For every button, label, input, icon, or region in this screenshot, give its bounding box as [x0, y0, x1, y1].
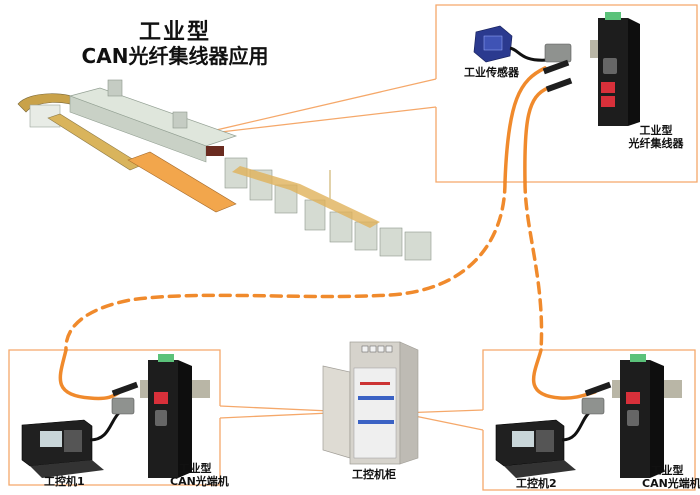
can-converter-1-label: 工业型 CAN光端机	[170, 462, 229, 488]
industrial-pc-2-illustration	[495, 381, 612, 478]
can-converter-2-label-line-2: CAN光端机	[642, 477, 700, 490]
fiber-hub-label-line-2: 光纤集线器	[628, 137, 684, 150]
control-cabinet-label: 工控机柜	[352, 468, 396, 481]
fiber-solid-bl	[58, 348, 122, 401]
diagram-title-line-1: 工业型	[138, 20, 211, 45]
can-converter-1-label-line-2: CAN光端机	[170, 475, 229, 488]
fiber-solid-br	[531, 348, 597, 400]
can-converter-2-illustration	[612, 354, 682, 478]
production-line-illustration	[17, 79, 432, 261]
industrial-pc-1-label: 工控机1	[44, 475, 85, 488]
industrial-pc-1-illustration	[21, 381, 139, 478]
fiber-hub-label-line-1: 工业型	[639, 124, 673, 137]
diagram-title-line-2: CAN光纤集线器应用	[81, 44, 269, 68]
can-converter-1-illustration	[140, 354, 210, 478]
can-converter-2-label: 工业型 CAN光端机	[642, 464, 700, 490]
top-right-frame	[211, 4, 698, 183]
control-cabinet-illustration	[322, 341, 419, 465]
industrial-pc-2-label: 工控机2	[516, 477, 557, 490]
fiber-hub-illustration	[590, 12, 640, 126]
industrial-sensor-illustration	[473, 25, 572, 63]
can-converter-2-label-line-1: 工业型	[650, 464, 684, 477]
fiber-dashed-right	[523, 180, 544, 352]
industrial-sensor-label: 工业传感器	[464, 66, 519, 79]
fiber-hub-label: 工业型 光纤集线器	[626, 124, 686, 150]
fiber-solid-2	[523, 86, 550, 184]
can-converter-1-label-line-1: 工业型	[178, 462, 212, 475]
fiber-solid-1	[503, 66, 547, 184]
fiber-dashed-left	[64, 180, 507, 352]
fiber-connectors-top	[542, 59, 573, 93]
